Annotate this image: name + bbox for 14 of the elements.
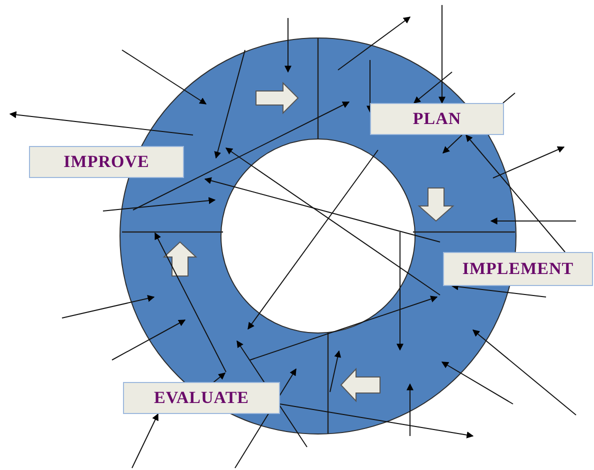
arrow [413, 72, 452, 104]
arrow [442, 134, 462, 154]
arrow [466, 134, 566, 252]
label-box [370, 103, 504, 135]
box-label: IMPLEMENT [462, 259, 574, 279]
label-box [29, 146, 184, 178]
box-label: IMPROVE [64, 152, 150, 172]
arrow [438, 4, 446, 104]
box-label: EVALUATE [154, 388, 249, 408]
arrow [132, 413, 158, 468]
label-box [443, 252, 593, 286]
box-label: PLAN [412, 109, 462, 129]
label-box [123, 382, 280, 414]
arrow [366, 60, 374, 113]
